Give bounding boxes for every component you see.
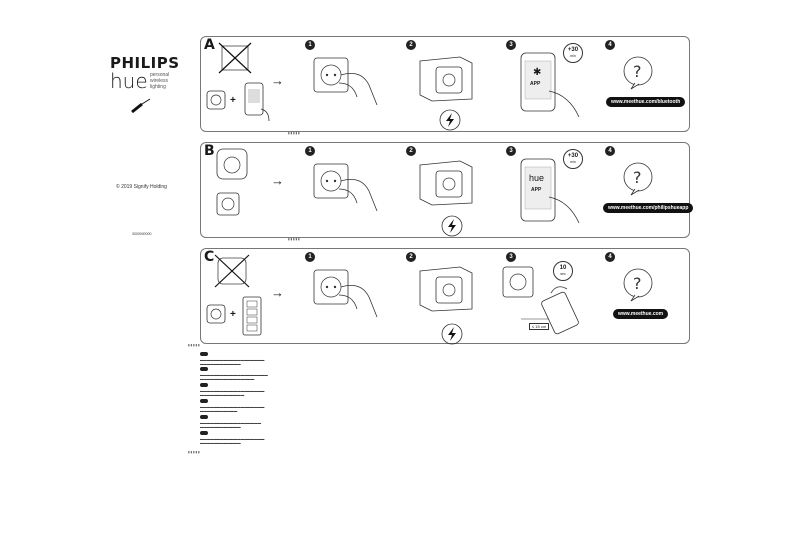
step-3-badge: 3 — [506, 146, 516, 156]
fine-print-lines: ▬▬▬▬▬▬▬▬▬▬▬▬▬▬▬▬▬▬▬▬▬▬▬▬▬▬▬▬▬▬ — [200, 421, 262, 430]
screwdriver-icon — [131, 98, 151, 114]
fine-print-lines: ▬▬▬▬▬▬▬▬▬▬▬▬▬▬▬▬▬▬▬▬▬▬▬▬▬▬▬▬▬▬▬▬ — [200, 389, 265, 398]
socket-hand-illustration — [313, 269, 378, 318]
language-tag — [200, 415, 208, 419]
step-4-badge: 4 — [605, 146, 615, 156]
smart-plug-icon — [216, 192, 240, 216]
language-tag — [200, 352, 208, 356]
question-icon: ? — [623, 56, 653, 90]
socket-hand-illustration — [313, 163, 378, 212]
language-tag — [200, 431, 208, 435]
phone-bluetooth-icon — [244, 82, 270, 122]
svg-text:?: ? — [633, 62, 642, 81]
question-icon: ? — [623, 162, 653, 196]
help-link[interactable]: www.meethue.com — [613, 309, 669, 319]
copyright: © 2019 Signify Holding — [116, 184, 167, 190]
hue-bridge-crossed-icon — [218, 42, 252, 74]
panel-letter: B — [204, 143, 215, 159]
fine-print-lines: ▬▬▬▬▬▬▬▬▬▬▬▬▬▬▬▬▬▬▬▬▬▬▬▬▬▬▬▬▬▬▬ — [200, 437, 265, 446]
brand-name: PHILIPS — [110, 54, 180, 72]
smart-plug-icon — [206, 90, 226, 110]
dimmer-reset-illustration — [502, 266, 579, 335]
phone-app-label: APP — [530, 81, 541, 87]
step-2-badge: 2 — [406, 146, 416, 156]
lightning-icon — [441, 323, 463, 345]
step-2-badge: 2 — [406, 252, 416, 262]
plug-in-socket-illustration — [419, 56, 473, 102]
step-4-badge: 4 — [605, 252, 615, 262]
step-3-badge: 3 — [506, 40, 516, 50]
document-code: 3000000000 — [132, 232, 152, 236]
lightning-icon — [441, 215, 463, 237]
step-1-badge: 1 — [305, 146, 315, 156]
language-tag — [200, 367, 208, 371]
help-link[interactable]: www.meethue.com/philipshueapp — [603, 203, 694, 213]
step-2-badge: 2 — [406, 40, 416, 50]
svg-text:?: ? — [633, 168, 642, 187]
panel-letter: C — [204, 249, 215, 265]
step-4-badge: 4 — [605, 40, 615, 50]
fine-print-lines: ▬▬▬▬▬▬▬▬▬▬▬▬▬▬▬▬▬▬▬▬▬▬▬▬▬▬▬▬▬▬▬▬▬▬▬▬ — [200, 373, 268, 382]
svg-text:?: ? — [633, 274, 642, 293]
panel-c: C + → 1 2 3 ≤ 15 c — [200, 248, 690, 345]
socket-hand-illustration — [313, 57, 378, 106]
distance-label: ≤ 15 cm — [529, 323, 550, 330]
phone-app-brand: hue — [529, 173, 545, 183]
language-tag — [200, 383, 208, 387]
plug-in-socket-illustration — [419, 160, 473, 206]
help-link[interactable]: www.meethue.com/bluetooth — [606, 97, 686, 107]
fine-print-lines: ▬▬▬▬▬▬▬▬▬▬▬▬▬▬▬▬▬▬▬▬▬▬▬▬▬▬▬▬▬▬ — [200, 405, 265, 414]
panel-letter: A — [204, 37, 215, 53]
plug-in-socket-illustration — [419, 266, 473, 312]
product-name: hue — [110, 69, 148, 93]
question-icon: ? — [623, 268, 653, 302]
fine-print-lines: ▬▬▬▬▬▬▬▬▬▬▬▬▬▬▬▬▬▬▬▬▬▬▬▬▬▬▬▬▬▬▬ — [200, 358, 265, 367]
step-3-badge: 3 — [506, 252, 516, 262]
step-1-badge: 1 — [305, 40, 315, 50]
smart-plug-icon — [206, 304, 226, 324]
lightning-icon — [439, 109, 461, 131]
hue-bridge-icon — [216, 148, 248, 180]
step-1-badge: 1 — [305, 252, 315, 262]
phone-app-illustration — [520, 52, 580, 118]
dimmer-switch-icon — [242, 296, 262, 336]
bluetooth-icon: ✱ — [533, 67, 542, 78]
phone-app-label: APP — [531, 187, 542, 193]
language-tag — [200, 399, 208, 403]
phone-app-illustration — [520, 158, 580, 224]
hue-bridge-crossed-icon — [214, 254, 250, 288]
